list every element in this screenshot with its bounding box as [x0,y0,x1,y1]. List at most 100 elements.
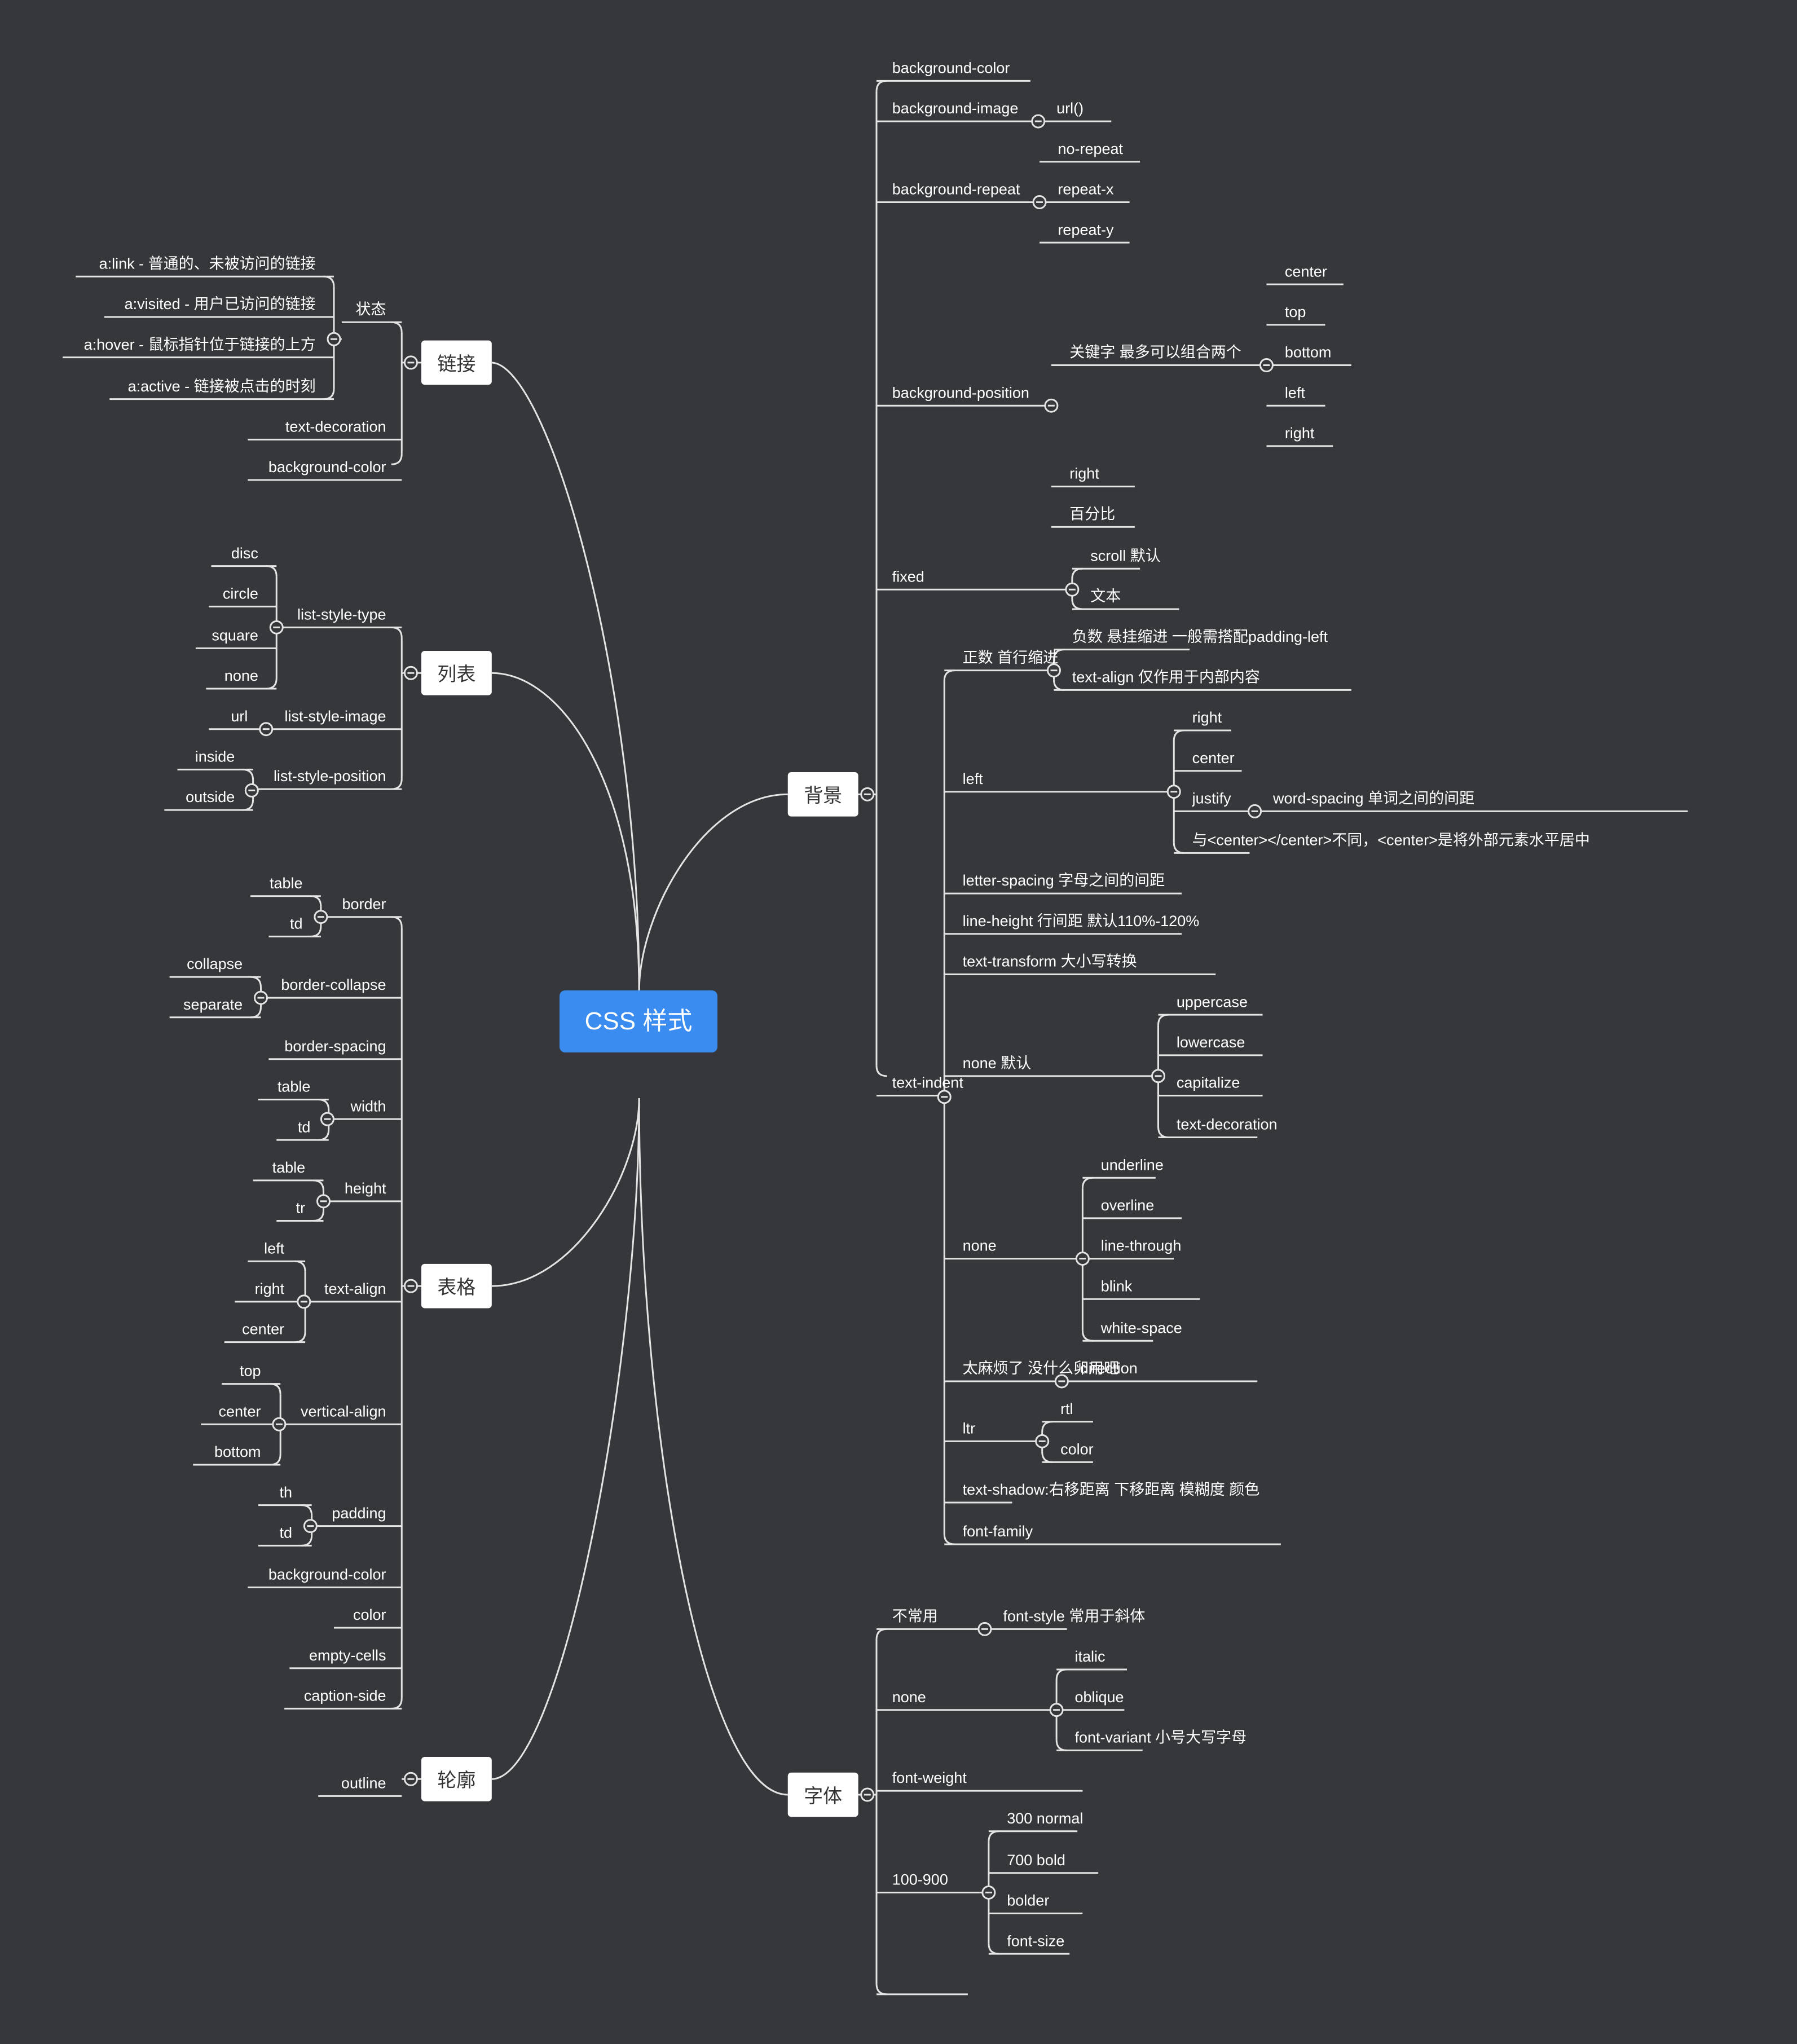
node-label: 700 bold [1007,1852,1065,1869]
node-label: list-style-image [284,708,386,725]
collapse-toggle[interactable] [314,910,328,924]
node-label: outline [341,1774,386,1791]
collapse-toggle[interactable] [269,620,284,635]
collapse-toggle[interactable] [860,787,875,801]
collapse-toggle[interactable] [1054,1374,1069,1389]
node-label: repeat-x [1058,181,1114,198]
bracket-corner [243,768,254,780]
bracket-corner [1071,598,1083,610]
collapse-toggle[interactable] [1049,1703,1064,1717]
collapse-toggle[interactable] [403,1772,418,1786]
node-label: 与<center></center>不同，<center>是将外部元素水平居中 [1192,832,1590,849]
collapse-toggle[interactable] [1075,1252,1090,1266]
collapse-toggle[interactable] [327,332,341,346]
hub-background[interactable]: 背景 [787,772,858,817]
hub-list[interactable]: 列表 [421,650,492,695]
collapse-toggle[interactable] [937,1090,952,1104]
bracket-corner [1157,1126,1169,1138]
collapse-toggle[interactable] [1032,195,1047,209]
node-label: 不常用 [892,1607,938,1624]
collapse-toggle[interactable] [977,1622,992,1636]
collapse-toggle[interactable] [403,1279,418,1293]
node-label: right [1285,425,1315,442]
hub-link[interactable]: 链接 [421,340,492,385]
curve-to-background [638,793,788,992]
collapse-toggle[interactable] [1166,785,1181,799]
node-label: 100-900 [892,1871,948,1888]
hub-label: 轮廓 [437,1770,475,1791]
collapse-toggle[interactable] [403,666,418,680]
hub-outline[interactable]: 轮廓 [421,1756,492,1801]
node-label: td [290,915,303,932]
bracket-corner [988,1830,999,1842]
collapse-toggle[interactable] [259,722,274,737]
collapse-toggle[interactable] [297,1294,311,1309]
node-label: underline [1101,1156,1164,1173]
node-label: inside [195,748,235,765]
collapse-toggle[interactable] [981,1885,996,1900]
node-label: no-repeat [1058,140,1123,157]
collapse-toggle[interactable] [1044,398,1059,413]
collapse-toggle[interactable] [254,990,268,1005]
hub-label: 背景 [804,785,842,807]
connector-curves [491,362,788,1796]
collapse-toggle[interactable] [403,355,418,370]
node-label: font-size [1007,1932,1064,1949]
collapse-toggle[interactable] [244,783,259,798]
node-label: center [1285,263,1327,280]
collapse-toggle[interactable] [1259,358,1274,372]
bracket-corner [294,1331,306,1343]
node-label: font-family [963,1523,1033,1540]
bracket-corner [250,976,262,988]
bracket-corner [1055,1739,1067,1751]
node-label: left [1285,384,1306,401]
node-label: direction [1080,1360,1138,1377]
hub-label: 链接 [437,354,475,375]
node-label: word-spacing 单词之间的间距 [1272,790,1474,807]
collapse-toggle[interactable] [1031,114,1046,129]
node-label: oblique [1075,1689,1124,1706]
collapse-toggle[interactable] [316,1194,331,1209]
hub-table[interactable]: 表格 [421,1263,492,1309]
collapse-toggle[interactable] [1047,663,1061,678]
bracket-corner [1041,1451,1053,1463]
node-label: center [1192,750,1235,766]
bracket-corner [1071,567,1083,579]
hub-font[interactable]: 字体 [787,1772,858,1817]
collapse-toggle[interactable] [1065,582,1080,597]
collapse-toggle[interactable] [1248,804,1262,818]
bracket-corner [310,895,322,907]
node-label: 太麻烦了 没什么卵用吧 [963,1360,1120,1377]
collapse-toggle[interactable] [1151,1069,1165,1083]
bracket-corner [391,626,403,638]
collapse-toggle[interactable] [1035,1434,1050,1448]
curve-to-outline [491,1098,640,1780]
collapse-toggle[interactable] [860,1787,875,1802]
node-label: url [231,708,248,725]
node-label: circle [223,585,258,602]
node-label: white-space [1100,1319,1182,1336]
collapse-toggle[interactable] [303,1519,318,1534]
bracket-corner [943,1534,955,1545]
node-label: letter-spacing 字母之间的间距 [963,872,1165,889]
collapse-toggle[interactable] [272,1417,287,1431]
bracket-corner [1055,1668,1067,1680]
node-label: empty-cells [309,1647,386,1664]
node-label: 300 normal [1007,1810,1083,1827]
bracket-corner [1173,842,1184,854]
bracket-corner [391,321,403,333]
collapse-toggle[interactable] [320,1112,334,1126]
node-label: border-spacing [284,1038,386,1055]
node-label: none [892,1689,926,1706]
collapse-toggles [244,114,1274,1900]
root-node[interactable]: CSS 样式 [560,990,717,1052]
node-label: rtl [1060,1400,1073,1417]
node-label: lowercase [1177,1034,1245,1051]
node-label: list-style-position [274,768,386,785]
node-label: height [345,1180,386,1197]
node-label: square [212,627,258,644]
node-label: left [264,1240,285,1257]
node-label: th [279,1484,292,1501]
node-label: ltr [963,1420,976,1437]
node-label: background-repeat [892,181,1020,198]
